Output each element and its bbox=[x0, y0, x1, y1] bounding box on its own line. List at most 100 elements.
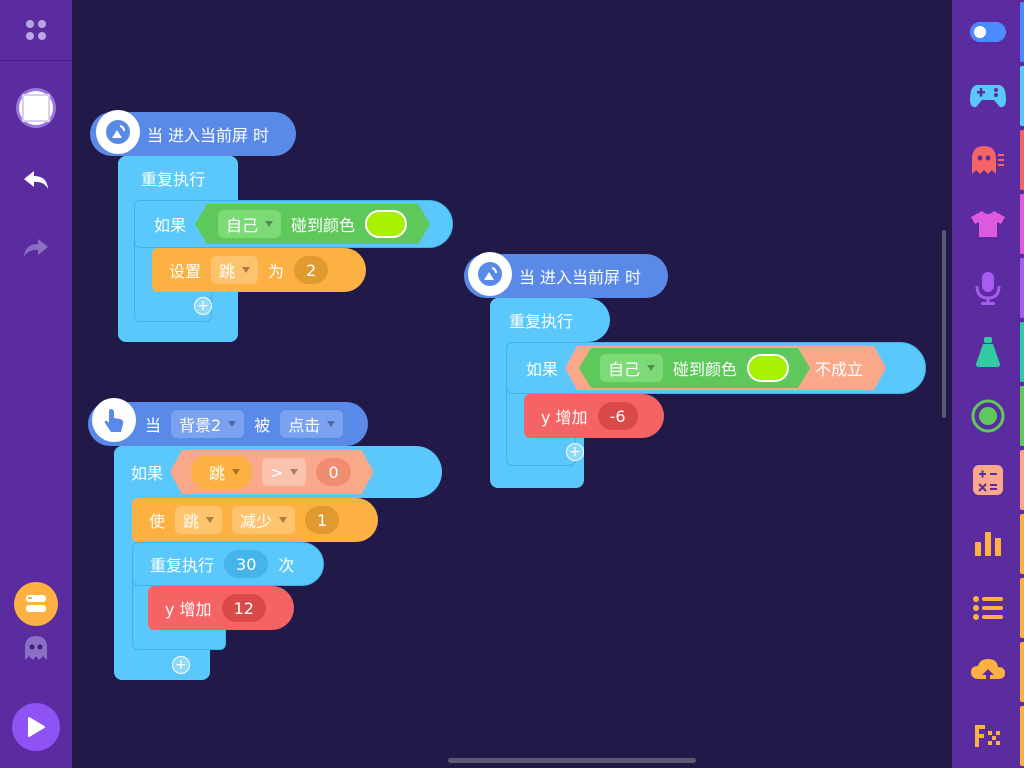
category-control[interactable] bbox=[952, 64, 1024, 128]
value-input[interactable]: 2 bbox=[294, 256, 329, 284]
y-value-input[interactable]: 12 bbox=[221, 594, 266, 622]
function-icon bbox=[975, 725, 1000, 747]
operator-dropdown[interactable]: > bbox=[262, 458, 306, 486]
color-swatch[interactable] bbox=[365, 210, 407, 238]
redo-icon bbox=[24, 239, 48, 257]
undo-button[interactable] bbox=[0, 158, 72, 202]
add-block-button[interactable]: + bbox=[566, 443, 584, 461]
hat-when: 当 bbox=[147, 126, 164, 145]
touch-color-condition[interactable]: 自己 碰到颜色 bbox=[195, 204, 430, 244]
variable-reporter[interactable]: 跳 bbox=[191, 455, 252, 489]
greater-than-condition[interactable]: 跳 > 0 bbox=[170, 450, 374, 494]
if-block[interactable]: 如果 自己 碰到颜色 不成立 bbox=[506, 342, 926, 394]
set-variable-block[interactable]: 设置 跳 为 2 bbox=[152, 248, 366, 292]
if-label: 如果 bbox=[154, 216, 187, 235]
y-change-label: y 增加 bbox=[541, 408, 588, 427]
category-operators[interactable] bbox=[952, 448, 1024, 512]
category-lists[interactable] bbox=[952, 576, 1024, 640]
stage-button[interactable] bbox=[0, 86, 72, 130]
flask-icon bbox=[976, 337, 1000, 367]
toggle-icon bbox=[970, 22, 1006, 42]
repeat-label: 重复执行 bbox=[150, 556, 215, 575]
if-label: 如果 bbox=[131, 464, 164, 483]
redo-button[interactable] bbox=[0, 226, 72, 270]
bar-chart-icon bbox=[975, 532, 1001, 556]
ghost-icon bbox=[972, 146, 1004, 174]
category-pen[interactable] bbox=[952, 320, 1024, 384]
y-change-label: y 增加 bbox=[165, 600, 212, 619]
if-label: 如果 bbox=[526, 360, 559, 379]
repeat-block[interactable]: 重复执行 bbox=[490, 298, 610, 342]
category-sensing[interactable] bbox=[952, 384, 1024, 448]
broadcast-icon bbox=[468, 252, 512, 296]
compare-value-input[interactable]: 0 bbox=[316, 458, 350, 486]
script-canvas[interactable]: 重复执行 当 进入当前屏 时 如果 自己 碰到颜色 设置 跳 为 2 + 重复执… bbox=[72, 0, 952, 768]
category-events[interactable] bbox=[952, 0, 1024, 64]
hat-is: 被 bbox=[254, 416, 271, 435]
add-block-button[interactable]: + bbox=[172, 656, 190, 674]
change-variable-block[interactable]: 使 跳 减少 1 bbox=[132, 498, 378, 542]
repeat-block[interactable]: 重复执行 bbox=[118, 156, 238, 200]
target-dropdown[interactable]: 背景2 bbox=[171, 410, 245, 438]
blocks-icon bbox=[14, 582, 58, 626]
hat-event: 进入当前屏 bbox=[540, 268, 621, 287]
category-sound[interactable] bbox=[952, 256, 1024, 320]
repeat-label: 重复执行 bbox=[509, 312, 574, 331]
amount-input[interactable]: 1 bbox=[305, 506, 340, 534]
if-block[interactable]: 如果 自己 碰到颜色 bbox=[134, 200, 453, 248]
sprite-button[interactable] bbox=[0, 626, 72, 670]
play-icon bbox=[12, 703, 60, 751]
cloud-upload-icon bbox=[971, 659, 1005, 685]
variable-dropdown[interactable]: 跳 bbox=[175, 506, 223, 534]
vertical-scrollbar[interactable] bbox=[942, 230, 946, 418]
toolbar-divider bbox=[0, 60, 72, 61]
y-value-input[interactable]: -6 bbox=[597, 402, 638, 430]
make-label: 使 bbox=[149, 512, 166, 531]
times-input[interactable]: 30 bbox=[224, 550, 269, 578]
category-looks[interactable] bbox=[952, 192, 1024, 256]
grid-icon bbox=[26, 20, 46, 40]
stage-icon bbox=[19, 91, 53, 125]
not-label: 不成立 bbox=[815, 360, 864, 379]
action-dropdown[interactable]: 点击 bbox=[280, 410, 344, 438]
self-dropdown[interactable]: 自己 bbox=[218, 210, 281, 238]
category-bar bbox=[952, 0, 1024, 768]
change-y-block[interactable]: y 增加 -6 bbox=[524, 394, 664, 438]
hat-time: 时 bbox=[253, 126, 270, 145]
tshirt-icon bbox=[971, 211, 1005, 237]
list-icon bbox=[973, 596, 1003, 620]
gamepad-icon bbox=[970, 85, 1006, 108]
hat-when: 当 bbox=[145, 416, 162, 435]
change-y-block[interactable]: y 增加 12 bbox=[148, 586, 294, 630]
horizontal-scrollbar[interactable] bbox=[448, 758, 696, 763]
variable-dropdown[interactable]: 跳 bbox=[211, 256, 259, 284]
repeat-times-block[interactable]: 重复执行 30 次 bbox=[132, 542, 324, 586]
category-variables[interactable] bbox=[952, 512, 1024, 576]
left-toolbar bbox=[0, 0, 72, 768]
hat-when: 当 bbox=[519, 268, 536, 287]
add-block-button[interactable]: + bbox=[194, 297, 212, 315]
if-block[interactable]: 如果 跳 > 0 bbox=[114, 446, 442, 498]
undo-icon bbox=[24, 171, 48, 189]
run-button[interactable] bbox=[0, 702, 72, 752]
self-dropdown[interactable]: 自己 bbox=[600, 354, 663, 382]
calculator-icon bbox=[973, 465, 1003, 495]
touch-color-condition[interactable]: 自己 碰到颜色 bbox=[579, 348, 810, 388]
sensor-icon bbox=[971, 399, 1005, 433]
repeat-label: 重复执行 bbox=[141, 170, 206, 189]
to-label: 为 bbox=[268, 262, 285, 281]
category-cloud[interactable] bbox=[952, 640, 1024, 704]
color-swatch[interactable] bbox=[747, 354, 789, 382]
ghost-icon bbox=[25, 636, 47, 660]
category-functions[interactable] bbox=[952, 704, 1024, 768]
times-label: 次 bbox=[278, 556, 295, 575]
blocks-button[interactable] bbox=[0, 582, 72, 626]
category-motion[interactable] bbox=[952, 128, 1024, 192]
microphone-icon bbox=[975, 272, 1001, 305]
menu-button[interactable] bbox=[0, 8, 72, 52]
set-label: 设置 bbox=[169, 262, 202, 281]
touch-color-label: 碰到颜色 bbox=[291, 216, 356, 235]
not-condition[interactable]: 自己 碰到颜色 不成立 bbox=[565, 346, 886, 390]
decrease-dropdown[interactable]: 减少 bbox=[232, 506, 296, 534]
hat-event: 进入当前屏 bbox=[168, 126, 249, 145]
